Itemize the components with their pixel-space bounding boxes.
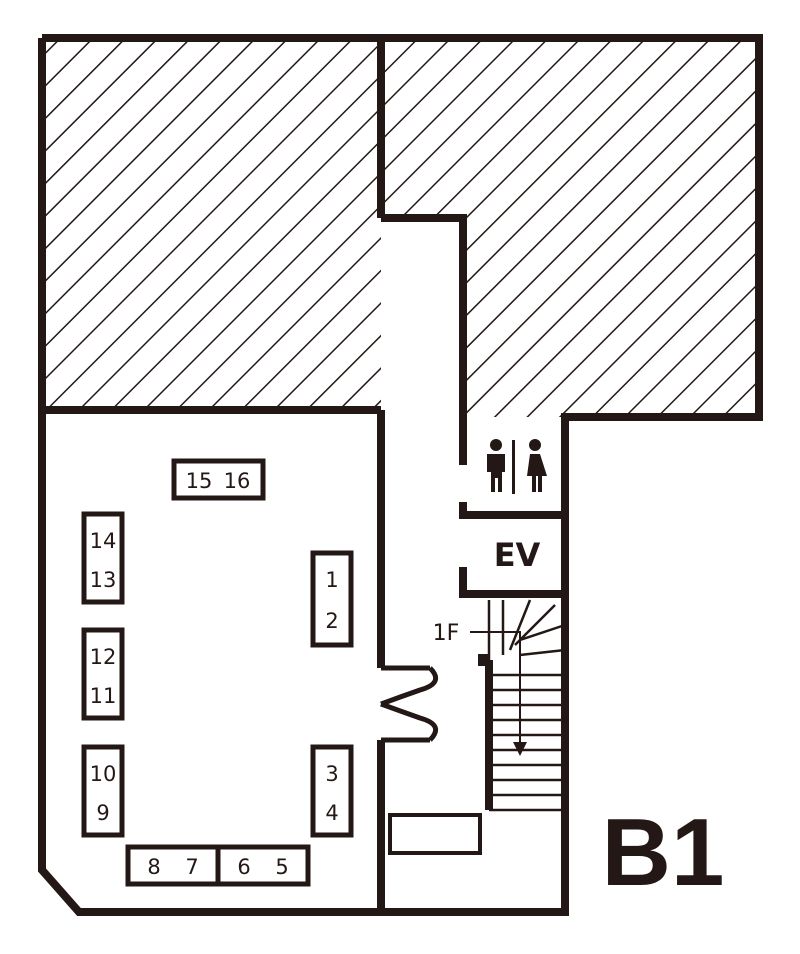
booth-number: 5 [275,855,288,879]
booth-14-13 [81,511,125,605]
elevator-label: EV [494,536,541,574]
booth-number: 8 [147,855,160,879]
booth-number: 15 [186,469,213,493]
booth-15-16 [171,458,266,501]
hatched-area-right [381,38,759,417]
booth-number: 14 [90,529,117,553]
walls [38,34,763,916]
stairs-up-label: 1F [433,621,460,646]
booth-number: 7 [185,855,198,879]
booth-8-7 [125,844,221,887]
restroom-icon [487,439,547,494]
booth-number: 1 [325,568,338,592]
booth-number: 16 [224,469,251,493]
floor-title: B1 [602,799,725,906]
ev-wall [459,502,565,519]
outer-wall [38,34,763,916]
booth-number: 4 [325,801,338,825]
booths [81,458,354,887]
booth-1-2 [310,550,354,648]
booth-number: 6 [237,855,250,879]
ev-wall-lower [459,567,565,598]
corridor-wall-top [381,214,467,417]
booth-number: 11 [90,684,117,708]
booth-10-9 [81,744,125,838]
booth-number: 12 [90,645,117,669]
booth-6-5 [215,844,311,887]
door [380,665,439,743]
booth-number: 3 [325,762,338,786]
booth-12-11 [81,627,125,721]
stairs-arrow-head [513,742,527,756]
booth-number: 2 [325,609,338,633]
corridor-fixture [388,813,482,855]
booth-number: 10 [90,762,117,786]
hatched-area-left [42,38,381,410]
booth-3-4 [310,744,354,838]
booth-number: 9 [96,801,109,825]
staircase [470,599,566,812]
stairs-newel [478,654,489,666]
booth-number: 13 [90,568,117,592]
